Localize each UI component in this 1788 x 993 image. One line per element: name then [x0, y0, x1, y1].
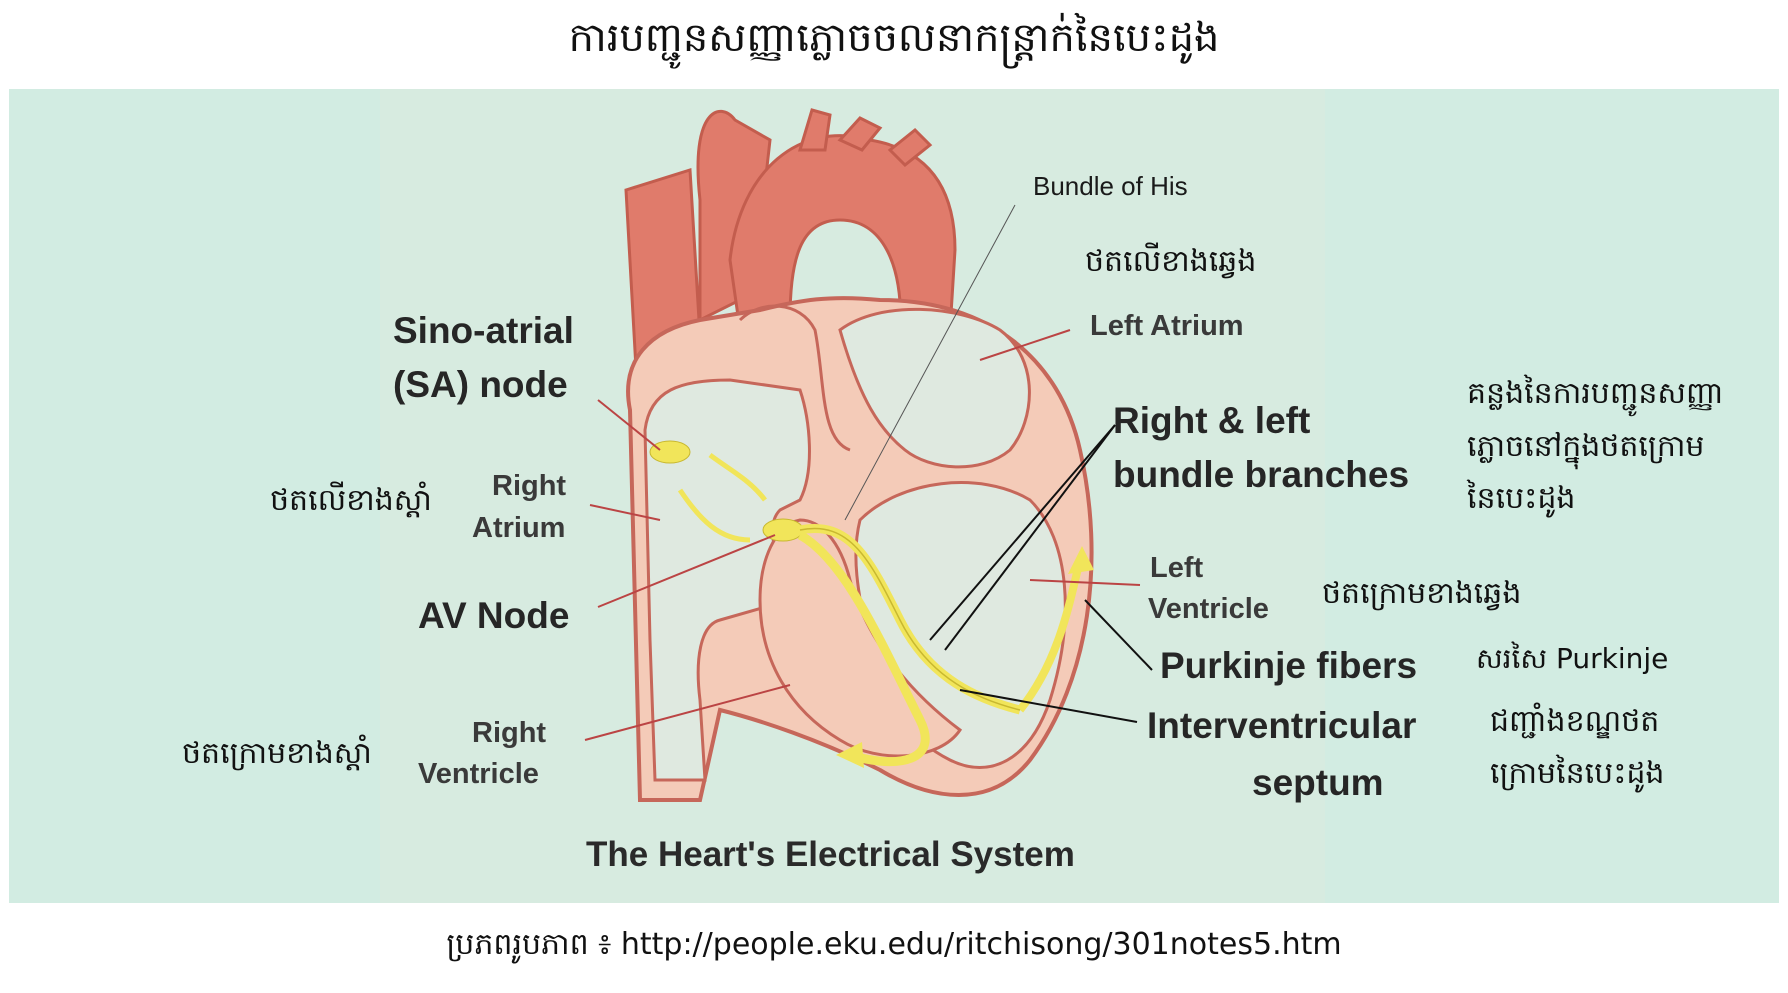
label-septum-line2: septum	[1252, 762, 1384, 803]
right-bundle-branch	[797, 531, 930, 766]
label-av-node: AV Node	[418, 595, 570, 636]
right-chambers	[643, 378, 811, 782]
km-pathway-line2: ភ្លោចនៅក្នុងថតក្រោម	[1467, 429, 1705, 464]
label-sa-node-line2: (SA) node	[393, 364, 568, 405]
label-right-atrium-line1: Right	[492, 470, 567, 502]
label-septum-line1: Interventricular	[1147, 705, 1417, 746]
km-septum-line2: ក្រោមនៃបេះដូង	[1490, 756, 1665, 791]
km-pathway-line3: នៃបេះដូង	[1467, 481, 1576, 516]
km-right-atrium: ថតលើខាងស្តាំ	[270, 483, 432, 518]
left-atrium-chamber	[838, 307, 1031, 469]
km-purkinje: សរសៃ Purkinje	[1476, 642, 1669, 675]
sa-node	[649, 440, 691, 464]
leader-purkinje	[1084, 599, 1153, 671]
label-right-atrium-line2: Atrium	[472, 512, 566, 544]
label-sa-node-line1: Sino-atrial	[393, 310, 574, 351]
leader-septum	[959, 689, 1138, 723]
label-right-ventricle-line1: Right	[472, 717, 547, 749]
leader-bundle-of-his	[844, 204, 1016, 521]
leader-bundle-branch-1	[929, 424, 1116, 641]
label-left-ventricle-line2: Ventricle	[1148, 593, 1269, 625]
leader-right-atrium	[589, 504, 661, 521]
label-left-atrium: Left Atrium	[1090, 310, 1244, 342]
leader-left-atrium	[979, 329, 1071, 361]
leader-sa-node	[597, 399, 661, 451]
leader-right-ventricle	[584, 684, 791, 741]
figure-caption: The Heart's Electrical System	[586, 835, 1075, 874]
purkinje-pathway	[1016, 559, 1084, 713]
label-bundle-branches-line2: bundle branches	[1113, 454, 1410, 495]
source-caption: ប្រភពរូបភាព ៖ http://people.eku.edu/ritc…	[446, 927, 1342, 962]
km-left-atrium: ថតលើខាងឆ្វេង	[1085, 244, 1257, 279]
km-right-ventricle: ថតក្រោមខាងស្តាំ	[182, 736, 372, 771]
label-left-ventricle-line1: Left	[1150, 552, 1204, 584]
leader-left-ventricle	[1029, 579, 1141, 586]
km-septum-line1: ជញ្ជាំងខណ្ឌថត	[1490, 704, 1660, 739]
km-pathway-line1: គន្លងនៃការបញ្ជូនសញ្ញា	[1467, 376, 1724, 411]
aorta	[728, 134, 957, 342]
km-left-ventricle: ថតក្រោមខាងឆ្វេង	[1322, 576, 1522, 611]
label-bundle-branches-line1: Right & left	[1113, 400, 1311, 441]
page-title: ការបញ្ជូនសញ្ញាភ្លោចចលនាកន្ត្រាក់នៃបេះដូង	[568, 15, 1220, 61]
label-right-ventricle-line2: Ventricle	[418, 758, 539, 790]
leader-bundle-branch-2	[944, 424, 1116, 651]
leader-av-node	[597, 534, 776, 608]
label-bundle-of-his: Bundle of His	[1033, 171, 1188, 201]
label-purkinje-fibers: Purkinje fibers	[1160, 645, 1418, 686]
